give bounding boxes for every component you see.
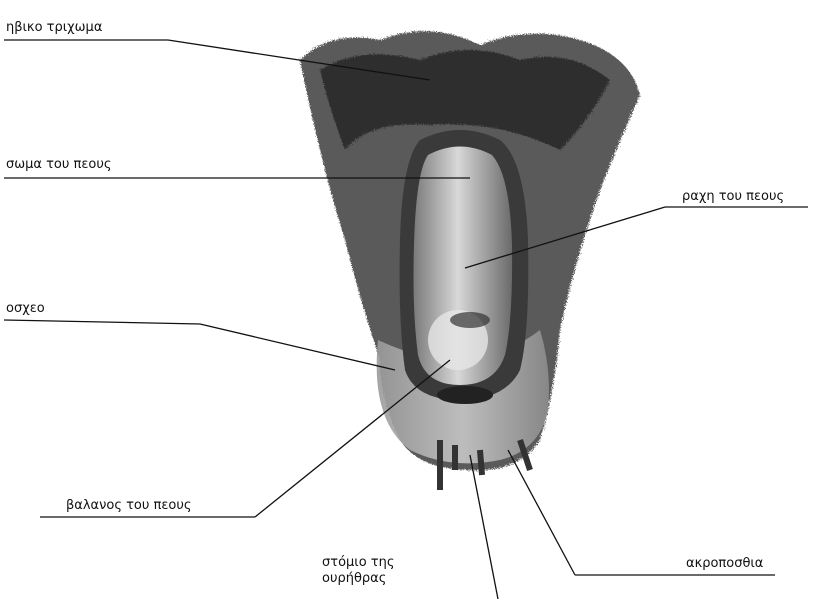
label-shaft: σωμα του πεους [6, 157, 112, 173]
label-urethral-opening: στόμιο της ουρήθρας [322, 555, 412, 587]
label-pubic-hair: ηβικο τριχωμα [6, 20, 102, 36]
label-raphe: ραχη του πεους [682, 189, 784, 205]
label-foreskin: ακροποσθια [686, 556, 763, 572]
label-glans: βαλανος του πεους [66, 498, 192, 514]
label-scrotum: οσχεο [6, 301, 45, 317]
